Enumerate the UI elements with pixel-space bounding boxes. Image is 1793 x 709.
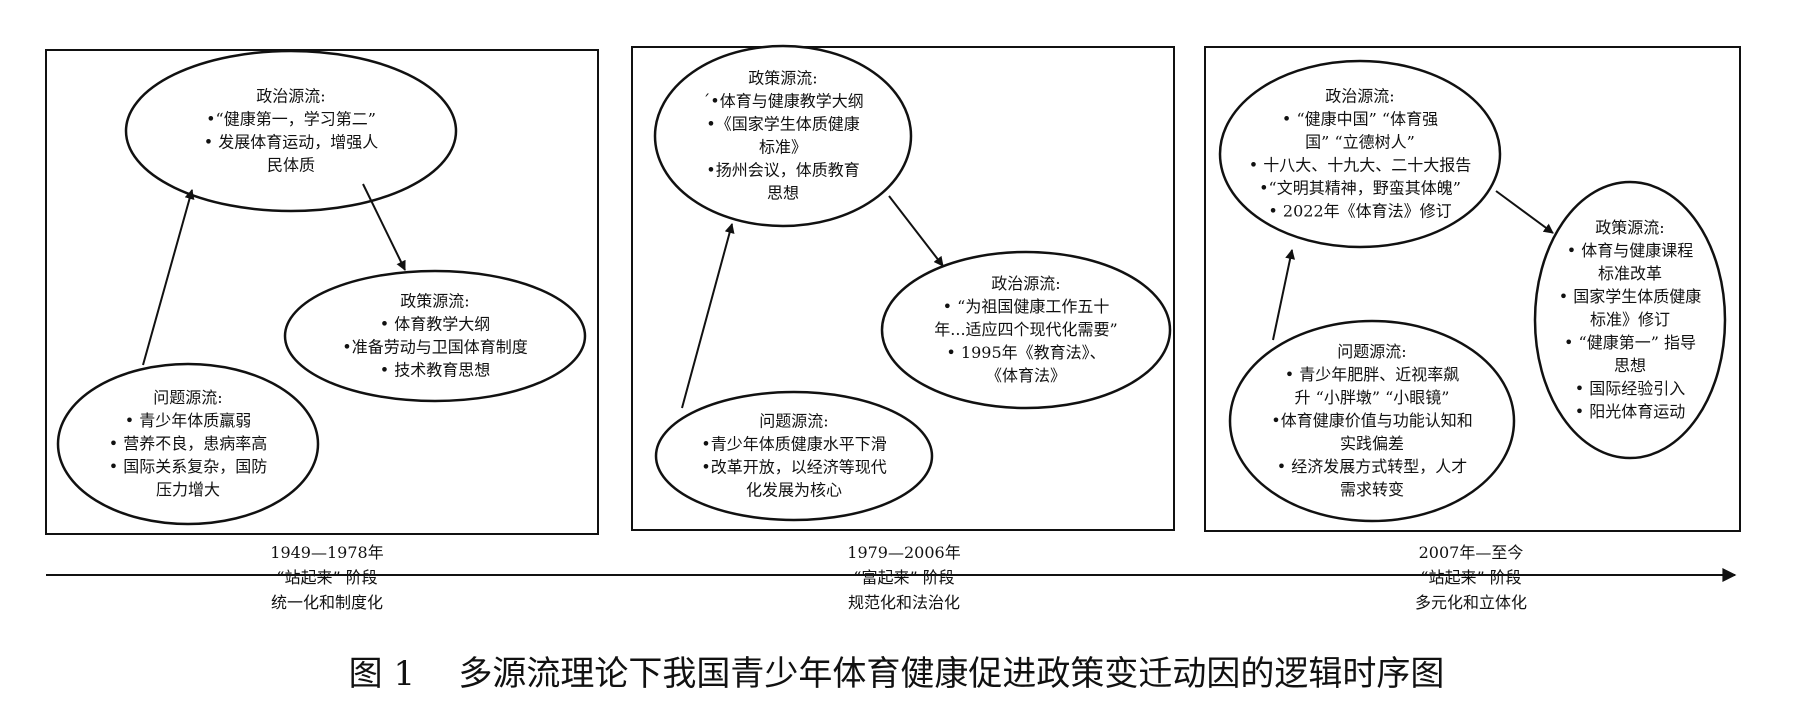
text-line: • 国际关系复杂，国防 bbox=[109, 457, 268, 476]
arrow-political-to-policy bbox=[362, 183, 406, 271]
text-line: • 国家学生体质健康 bbox=[1559, 287, 1702, 306]
text-line: 问题源流: bbox=[153, 388, 222, 407]
text-line: •“健康第一，学习第二” bbox=[206, 109, 376, 128]
arrow-problem-to-political bbox=[1272, 249, 1296, 341]
timeline-label-1979-2006: 1979—2006年 “富起来” 阶段规范化和法治化 bbox=[847, 543, 960, 612]
text-line: •扬州会议，体质教育 bbox=[706, 160, 859, 179]
text-line: 民体质 bbox=[267, 155, 315, 174]
text-line: 2007年—至今 bbox=[1419, 543, 1524, 562]
political-stream-ellipse bbox=[124, 49, 458, 213]
period-panel-2007-present: 政治源流: • “健康中国” “体育强国” “立德树人” • 十八大、十九大、二十大… bbox=[1204, 46, 1741, 532]
text-line: 政治源流: bbox=[991, 274, 1060, 293]
text-line: 问题源流: bbox=[1337, 342, 1406, 361]
text-line: •“文明其精神，野蛮其体魄” bbox=[1259, 178, 1461, 197]
period-panel-1949-1978: 政治源流: •“健康第一，学习第二” • 发展体育运动，增强人民体质 政策源流: • … bbox=[45, 49, 599, 535]
text-line: 标准改革 bbox=[1598, 264, 1662, 283]
figure-caption: 图 1 多源流理论下我国青少年体育健康促进政策变迁动因的逻辑时序图 bbox=[348, 654, 1445, 694]
policy-stream-text: 政策源流: • 体育与健康课程标准改革 • 国家学生体质健康标准》修订 • “健康第一… bbox=[1559, 218, 1702, 421]
policy-stream-ellipse bbox=[653, 44, 913, 228]
text-line: • “健康第一” 指导 bbox=[1564, 333, 1696, 352]
arrow-problem-to-policy bbox=[681, 223, 735, 409]
panel-frame bbox=[1204, 46, 1741, 532]
problem-stream-text: 问题源流: • 青少年体质羸弱 • 营养不良，患病率高 • 国际关系复杂，国防压力增大 bbox=[109, 388, 268, 499]
text-line: 政治源流: bbox=[1325, 86, 1394, 105]
text-line: • 体育教学大纲 bbox=[380, 314, 491, 333]
political-stream-text: 政治源流: • “为祖国健康工作五十年...适应四个现代化需要” • 1995年《教… bbox=[934, 274, 1117, 385]
period-panel-1979-2006: 政策源流: ´•体育与健康教学大纲 •《国家学生体质健康标准》 •扬州会议，体质教育思… bbox=[631, 44, 1175, 531]
panel-frame bbox=[631, 46, 1175, 531]
text-line: • 青少年体质羸弱 bbox=[125, 411, 252, 430]
text-line: • “健康中国” “体育强 bbox=[1282, 109, 1438, 128]
text-line: 1949—1978年 bbox=[270, 543, 383, 562]
text-line: 国” “立德树人” bbox=[1305, 132, 1415, 151]
text-line: 政治源流: bbox=[256, 86, 325, 105]
problem-stream-text: 问题源流: • 青少年肥胖、近视率飙升 “小胖墩” “小眼镜” •体育健康价值与功能… bbox=[1271, 342, 1472, 499]
arrow-political-to-policy bbox=[1495, 190, 1554, 234]
timeline-label-bg bbox=[240, 546, 410, 566]
text-line: 实践偏差 bbox=[1340, 434, 1404, 453]
political-stream-ellipse bbox=[880, 250, 1172, 410]
political-stream-ellipse bbox=[1218, 59, 1502, 249]
text-line: • 十八大、十九大、二十大报告 bbox=[1249, 155, 1472, 174]
text-line: • 营养不良，患病率高 bbox=[109, 434, 268, 453]
political-stream-text: 政治源流: •“健康第一，学习第二” • 发展体育运动，增强人民体质 bbox=[204, 86, 379, 174]
text-line: “站起来” 阶段 bbox=[1420, 568, 1521, 587]
problem-stream-text: 问题源流: •青少年体质健康水平下滑 •改革开放，以经济等现代化发展为核心 bbox=[701, 411, 886, 499]
text-line: •青少年体质健康水平下滑 bbox=[701, 434, 886, 453]
text-line: 压力增大 bbox=[156, 480, 220, 499]
text-line: 升 “小胖墩” “小眼镜” bbox=[1295, 388, 1450, 407]
policy-stream-text: 政策源流: • 体育教学大纲 •准备劳动与卫国体育制度 • 技术教育思想 bbox=[342, 291, 527, 379]
text-line: • 技术教育思想 bbox=[380, 360, 491, 379]
text-line: 《体育法》 bbox=[986, 366, 1066, 385]
text-line: • 发展体育运动，增强人 bbox=[204, 132, 379, 151]
problem-stream-ellipse bbox=[1228, 319, 1516, 523]
text-line: 标准》 bbox=[759, 137, 807, 156]
text-line: 思想 bbox=[767, 183, 799, 202]
policy-stream-text: 政策源流: ´•体育与健康教学大纲 •《国家学生体质健康标准》 •扬州会议，体质教育思… bbox=[702, 68, 863, 202]
text-line: 思想 bbox=[1614, 356, 1646, 375]
timeline-label-1949-1978: 1949—1978年 “站起来” 阶段统一化和制度化 bbox=[270, 543, 383, 612]
text-line: 统一化和制度化 bbox=[271, 593, 383, 612]
text-line: “富起来” 阶段 bbox=[853, 568, 954, 587]
text-line: 1979—2006年 bbox=[847, 543, 960, 562]
text-line: 需求转变 bbox=[1340, 480, 1404, 499]
text-line: • 青少年肥胖、近视率飙 bbox=[1285, 365, 1460, 384]
text-line: • 1995年《教育法》、 bbox=[946, 343, 1105, 362]
text-line: • 阳光体育运动 bbox=[1575, 402, 1686, 421]
text-line: 规范化和法治化 bbox=[848, 593, 960, 612]
text-line: 政策源流: bbox=[400, 291, 469, 310]
text-line: 问题源流: bbox=[759, 411, 828, 430]
problem-stream-ellipse bbox=[654, 390, 934, 522]
text-line: 多元化和立体化 bbox=[1415, 593, 1527, 612]
timeline-label-bg bbox=[818, 546, 988, 566]
text-line: 年...适应四个现代化需要” bbox=[934, 320, 1117, 339]
text-line: •《国家学生体质健康 bbox=[706, 114, 859, 133]
text-line: •准备劳动与卫国体育制度 bbox=[342, 337, 527, 356]
arrow-policy-to-political bbox=[888, 195, 944, 267]
political-stream-text: 政治源流: • “健康中国” “体育强国” “立德树人” • 十八大、十九大、二十大… bbox=[1249, 86, 1472, 220]
panel-frame bbox=[45, 49, 599, 535]
text-line: • 国际经验引入 bbox=[1575, 379, 1686, 398]
text-line: • 2022年《体育法》修订 bbox=[1268, 201, 1451, 220]
text-line: 政策源流: bbox=[748, 68, 817, 87]
policy-stream-ellipse bbox=[283, 269, 587, 403]
timeline-label-bg bbox=[1386, 546, 1556, 566]
text-line: • “为祖国健康工作五十 bbox=[943, 297, 1110, 316]
text-line: •体育健康价值与功能认知和 bbox=[1271, 411, 1472, 430]
problem-stream-ellipse bbox=[56, 362, 320, 526]
text-line: 标准》修订 bbox=[1590, 310, 1670, 329]
arrow-problem-to-political bbox=[142, 189, 195, 366]
text-line: 化发展为核心 bbox=[746, 480, 842, 499]
text-line: • 经济发展方式转型，人才 bbox=[1277, 457, 1468, 476]
text-line: 政策源流: bbox=[1595, 218, 1664, 237]
text-line: ´•体育与健康教学大纲 bbox=[702, 91, 863, 110]
text-line: • 体育与健康课程 bbox=[1567, 241, 1694, 260]
text-line: •改革开放，以经济等现代 bbox=[701, 457, 886, 476]
timeline-label-2007-present: 2007年—至今 “站起来” 阶段多元化和立体化 bbox=[1415, 543, 1527, 612]
policy-stream-ellipse bbox=[1533, 180, 1727, 460]
text-line: “站起来” 阶段 bbox=[276, 568, 377, 587]
